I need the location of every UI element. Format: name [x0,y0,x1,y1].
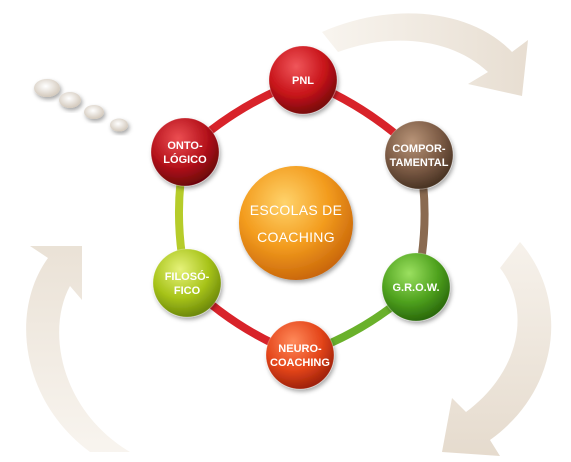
node-bubble [384,120,454,190]
trail-dot [110,118,128,132]
node-label: NEURO- [278,343,322,355]
node-label: COACHING [270,357,330,369]
node-bubble [152,248,222,318]
node-grow: G.R.O.W. [381,252,451,322]
center-bubble [239,166,353,280]
node-label: PNL [292,75,314,87]
school-nodes: PNL COMPOR- TAMENTAL G.R.O.W. NEURO- COACHING… [150,45,454,390]
decorative-arrows [26,13,552,456]
node-pnl: PNL [268,45,338,115]
node-label: TAMENTAL [390,157,449,169]
node-ontologico: ONTO-LÓGICO [150,117,220,187]
node-comportamental: COMPOR- TAMENTAL [384,120,454,190]
node-label: ONTO- [167,140,203,152]
trail-dot [84,105,104,119]
trail-dot [34,79,60,97]
trail-dot [59,92,81,108]
node-label: COMPOR- [392,143,446,155]
node-bubble [265,320,335,390]
node-label: FICO [174,285,201,297]
center-circle: ESCOLAS DE COACHING [239,166,353,280]
center-title-line2: COACHING [257,229,335,245]
node-label: G.R.O.W. [392,282,439,294]
node-bubble [150,117,220,187]
node-bubble [381,252,451,322]
node-filosofico: FILOSÓ- FICO [152,248,222,318]
node-bubble [268,45,338,115]
arrow-bottom-right [442,242,552,456]
node-label: LÓGICO [163,153,207,166]
node-neurocoaching: NEURO- COACHING [265,320,335,390]
arrow-top-right [322,13,528,97]
dot-trail [34,79,128,132]
center-title-line1: ESCOLAS DE [250,202,342,218]
node-label: FILOSÓ- [165,270,210,283]
arrow-left [26,246,131,452]
